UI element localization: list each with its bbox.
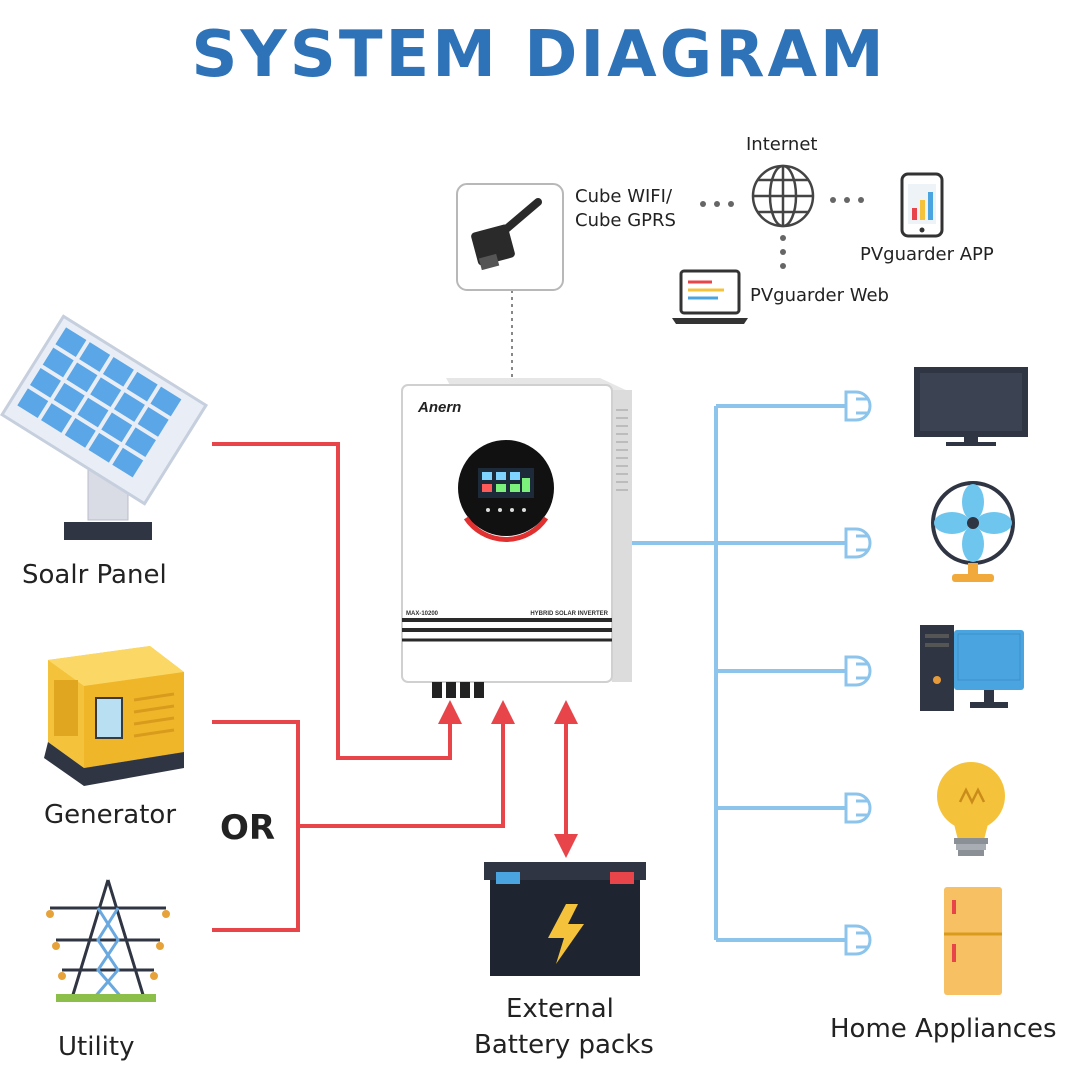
generator-label: Generator (44, 800, 177, 830)
inverter-icon: Anern MAX-10200 HYBRID SOLAR INVERTER (401, 378, 632, 698)
generator-icon (44, 646, 184, 786)
tv-icon (914, 367, 1028, 446)
module-label-line1: Cube WIFI/ (575, 186, 673, 207)
inverter-type: HYBRID SOLAR INVERTER (530, 611, 608, 617)
inverter-model: MAX-10200 (406, 611, 439, 617)
output-lines (612, 404, 846, 942)
utility-tower-icon (46, 879, 170, 1002)
solar-to-inverter-line (212, 442, 462, 760)
battery-label-line1: External (506, 994, 614, 1024)
network-dots (700, 197, 864, 269)
input-lines (212, 442, 578, 932)
plug-icon (844, 792, 872, 824)
wifi-module-icon (456, 183, 564, 291)
solar-panel-label: Soalr Panel (22, 560, 167, 590)
phone-app-icon (900, 172, 944, 238)
plug-icon (844, 655, 872, 687)
plug-icon (844, 924, 872, 956)
plug-icon (844, 527, 872, 559)
light-bulb-icon (937, 762, 1005, 856)
plug-icons (844, 390, 872, 956)
home-appliances-label: Home Appliances (830, 1014, 1057, 1044)
laptop-web-icon (672, 269, 748, 324)
battery-icon (484, 862, 646, 976)
app-label: PVguarder APP (860, 244, 994, 265)
battery-label-line2: Battery packs (474, 1030, 654, 1060)
web-label: PVguarder Web (750, 285, 889, 306)
or-label: OR (220, 808, 276, 848)
internet-label: Internet (746, 134, 818, 155)
grid-to-inverter-line (298, 700, 515, 828)
computer-icon (920, 625, 1024, 711)
plug-icon (844, 390, 872, 422)
utility-label: Utility (58, 1032, 135, 1062)
inverter-brand: Anern (417, 399, 461, 416)
generator-line (212, 720, 300, 826)
globe-icon (751, 164, 815, 228)
page-title: SYSTEM DIAGRAM (191, 18, 887, 92)
fan-icon (931, 481, 1015, 582)
utility-line (212, 826, 300, 932)
solar-panel-icon (0, 314, 209, 540)
refrigerator-icon (944, 887, 1002, 995)
module-label-line2: Cube GPRS (575, 210, 676, 231)
